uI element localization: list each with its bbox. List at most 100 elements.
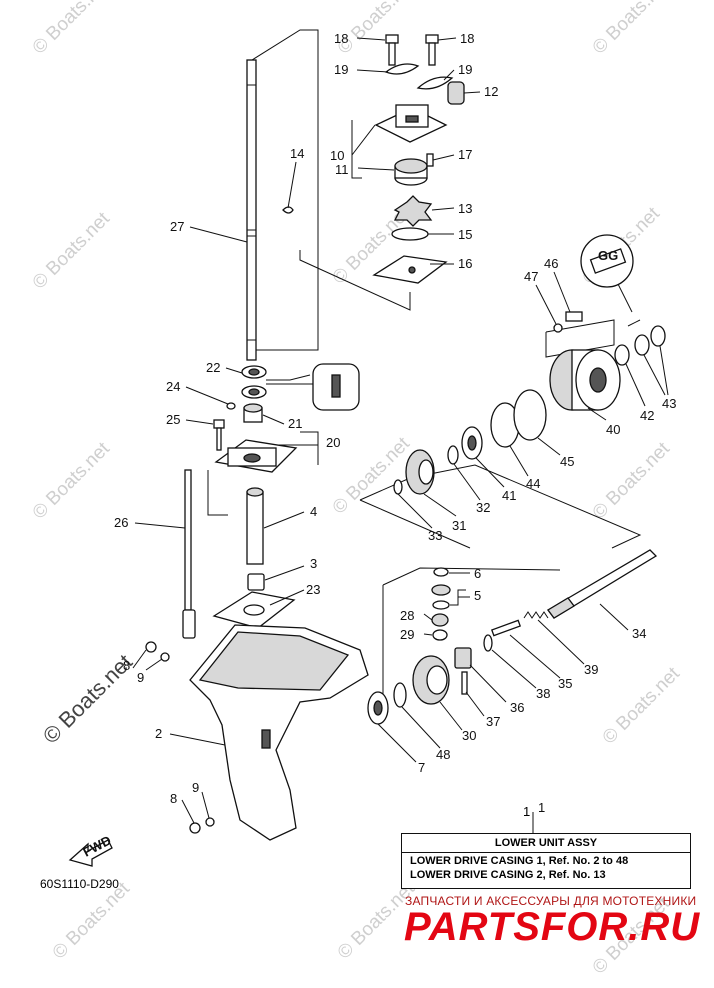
impeller-13 bbox=[393, 195, 433, 227]
gasket-23 bbox=[212, 591, 296, 629]
callout-label: 2 bbox=[155, 726, 162, 741]
bearing-22 bbox=[241, 365, 267, 399]
callout-label: 18 bbox=[460, 31, 474, 46]
assembly-frame-lines bbox=[207, 29, 642, 700]
grommet-12 bbox=[447, 81, 465, 105]
bush-21 bbox=[243, 403, 263, 423]
leader-lines bbox=[132, 37, 669, 833]
oil-seal-42 bbox=[614, 344, 630, 366]
pin-37 bbox=[461, 671, 468, 695]
legend-row: LOWER DRIVE CASING 2, Ref. No. 13 bbox=[410, 869, 606, 881]
pump-housing-10 bbox=[374, 104, 448, 143]
lower-casing-2 bbox=[189, 624, 369, 841]
callout-label: 38 bbox=[536, 686, 550, 701]
site-tagline: ЗАПЧАСТИ И АКСЕССУАРЫ ДЛЯ МОТОТЕХНИКИ bbox=[405, 894, 697, 908]
boats-watermark: © Boats.net bbox=[329, 433, 415, 519]
tube-4 bbox=[246, 487, 264, 565]
callout-label: 10 bbox=[330, 148, 344, 163]
callout-label: 47 bbox=[524, 269, 538, 284]
boats-watermark: © Boats.net bbox=[334, 0, 420, 59]
callout-label: 19 bbox=[334, 62, 348, 77]
callout-label: 3 bbox=[310, 556, 317, 571]
callout-label: 4 bbox=[310, 504, 317, 519]
spring-39 bbox=[523, 611, 549, 619]
callout-label: 8 bbox=[123, 658, 130, 673]
key-17 bbox=[426, 153, 434, 167]
legend-title: LOWER UNIT ASSY bbox=[402, 834, 690, 853]
shift-rod-26 bbox=[182, 469, 196, 639]
callout-label: 46 bbox=[544, 256, 558, 271]
callout-label: 42 bbox=[640, 408, 654, 423]
callout-label: 15 bbox=[458, 227, 472, 242]
o-ring-15 bbox=[391, 227, 429, 241]
boats-watermark: © Boats.net bbox=[599, 663, 685, 749]
callout-numbers: 1 2 3 4 5 6 7 8 8 9 9 10 11 12 13 14 15 … bbox=[114, 31, 676, 815]
bolt-18-left bbox=[385, 34, 399, 66]
boats-watermark: © Boats.net bbox=[589, 438, 675, 524]
circlip-14 bbox=[282, 206, 294, 214]
driveshaft bbox=[246, 59, 257, 361]
shim-33 bbox=[393, 479, 403, 495]
propeller-shaft-34 bbox=[547, 549, 658, 619]
parts-legend-box: LOWER UNIT ASSY LOWER DRIVE CASING 1, Re… bbox=[401, 833, 691, 889]
bearing-7 bbox=[367, 691, 389, 725]
callout-label: 44 bbox=[526, 476, 540, 491]
callout-label: 19 bbox=[458, 62, 472, 77]
grommet-3 bbox=[247, 573, 265, 591]
legend-row: LOWER DRIVE CASING 1, Ref. No. 2 to 48 bbox=[410, 855, 629, 867]
callout-label: 16 bbox=[458, 256, 472, 271]
boats-watermark: © Boats.net bbox=[589, 0, 675, 59]
callout-label: 28 bbox=[400, 608, 414, 623]
boats-watermark: © Boats.net bbox=[29, 438, 115, 524]
callout-label: 5 bbox=[474, 588, 481, 603]
callout-label: 37 bbox=[486, 714, 500, 729]
bolt-25 bbox=[213, 419, 225, 451]
callout-label: 11 bbox=[335, 162, 349, 177]
insert-cartridge-11 bbox=[394, 158, 428, 186]
callout-label: 12 bbox=[484, 84, 498, 99]
shim-32 bbox=[447, 445, 459, 465]
plunger-35 bbox=[490, 619, 522, 637]
bearing-41 bbox=[461, 426, 483, 460]
callout-label: 13 bbox=[458, 201, 472, 216]
shim-48 bbox=[393, 682, 407, 708]
callout-label: 7 bbox=[418, 760, 425, 775]
callout-label: 32 bbox=[476, 500, 490, 515]
callout-label: 48 bbox=[436, 747, 450, 762]
bolt-8-washer-9 bbox=[145, 641, 215, 834]
gasket-inset-label: GG bbox=[598, 248, 618, 263]
callout-label: 9 bbox=[137, 670, 144, 685]
callout-label: 29 bbox=[400, 627, 414, 642]
callout-label: 43 bbox=[662, 396, 676, 411]
site-logo: PARTSFOR.RU bbox=[404, 905, 701, 949]
callout-label: 45 bbox=[560, 454, 574, 469]
callout-label: 26 bbox=[114, 515, 128, 530]
grease-gasket-inset: GG bbox=[580, 234, 634, 288]
callout-label: 18 bbox=[334, 31, 348, 46]
dog-clutch-36 bbox=[454, 647, 472, 669]
callout-label: 6 bbox=[474, 566, 481, 581]
ring-38 bbox=[483, 634, 493, 652]
callout-label: 27 bbox=[170, 219, 184, 234]
bolt-18-right bbox=[425, 34, 439, 66]
callout-label: 23 bbox=[306, 582, 320, 597]
callout-label: 35 bbox=[558, 676, 572, 691]
plate-19 bbox=[384, 63, 454, 90]
pinion-28-shim-29 bbox=[431, 613, 449, 641]
callout-label: 36 bbox=[510, 700, 524, 715]
oil-seal-43 bbox=[634, 325, 666, 356]
callout-label: 30 bbox=[462, 728, 476, 743]
o-ring-45 bbox=[513, 389, 547, 441]
legend-ref-number: 1 bbox=[523, 804, 531, 819]
diagram-code: 60S1110-D290 bbox=[40, 877, 119, 891]
reverse-gear-31 bbox=[405, 449, 435, 495]
fwd-arrow-icon: FWD bbox=[68, 833, 114, 867]
dowel-24 bbox=[226, 402, 236, 410]
callout-label: 14 bbox=[290, 146, 304, 161]
callout-label: 22 bbox=[206, 360, 220, 375]
callout-label: 34 bbox=[632, 626, 646, 641]
callout-label: 39 bbox=[584, 662, 598, 677]
callout-label: 9 bbox=[192, 780, 199, 795]
callout-label: 33 bbox=[428, 528, 442, 543]
